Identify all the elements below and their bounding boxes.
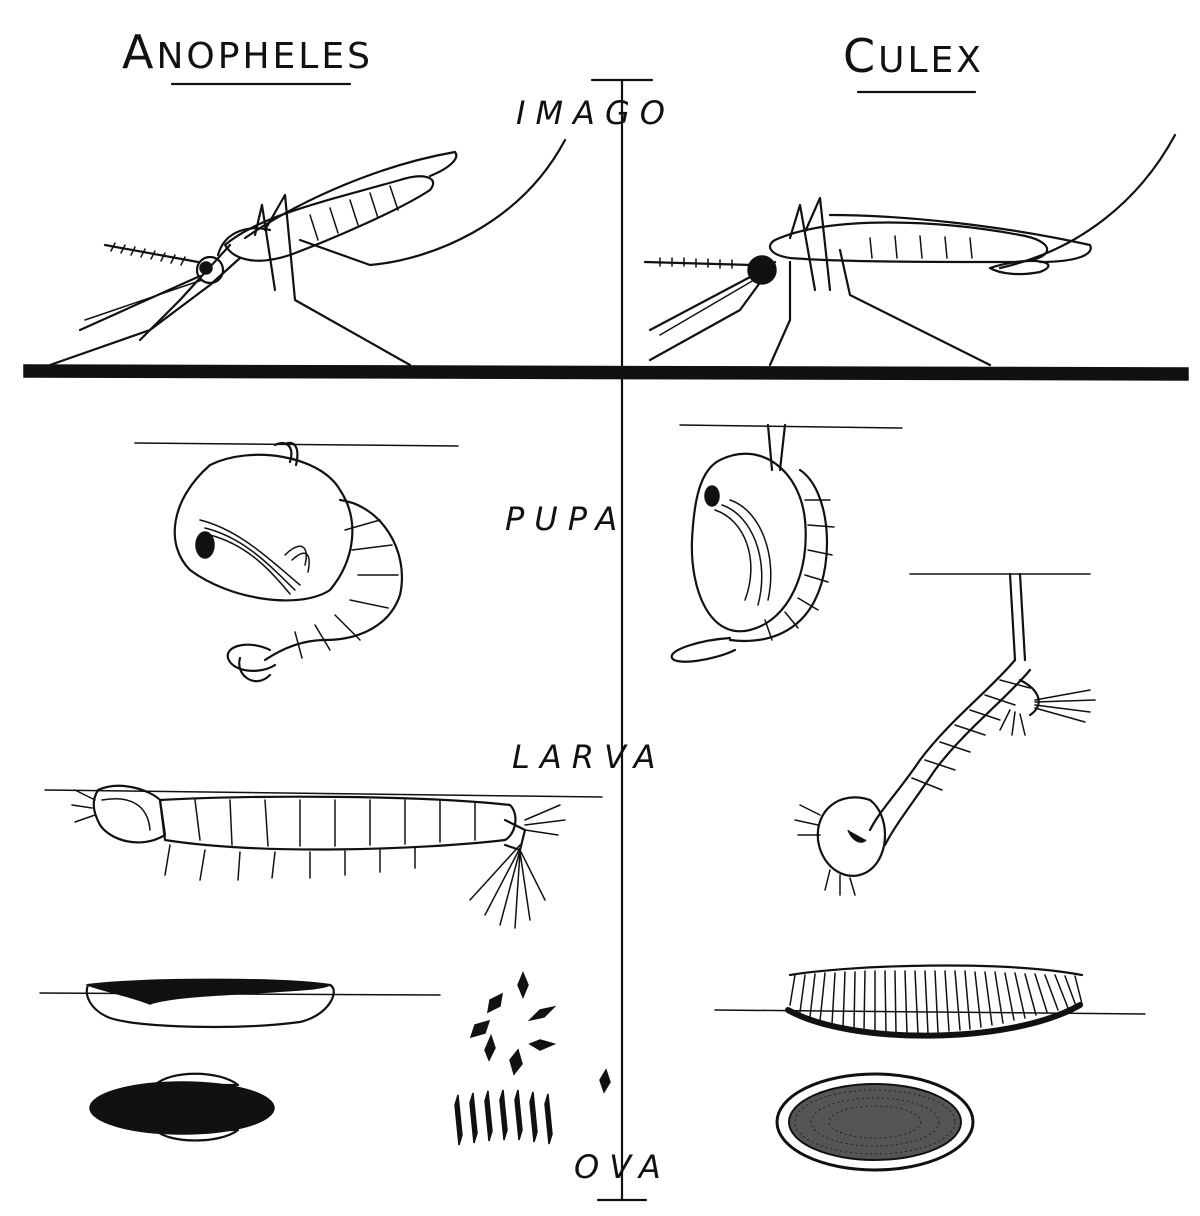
culex-egg-raft-side (714, 964, 1146, 1039)
culex-larva (794, 572, 1096, 896)
culex-initial: C (843, 29, 878, 83)
anopheles-egg-cluster (454, 971, 611, 1146)
stage-label-ova: OVA (574, 1148, 671, 1186)
water-surface (679, 424, 903, 429)
culex-egg-raft-top (775, 1072, 975, 1172)
water-surface (44, 789, 603, 798)
stage-label-pupa: PUPA (505, 500, 627, 538)
stage-label-larva: LARVA (512, 738, 666, 776)
anopheles-pupa (134, 441, 459, 683)
anopheles-egg-side (39, 978, 441, 1029)
anopheles-larva (44, 784, 603, 929)
anopheles-initial: A (122, 25, 156, 79)
anopheles-egg-top (89, 1072, 275, 1142)
anopheles-imago (48, 138, 567, 367)
culex-pupa (670, 423, 903, 663)
svg-text:CULEX: CULEX (843, 29, 984, 83)
culex-imago (643, 133, 1177, 367)
stage-label-imago: IMAGO (516, 94, 675, 132)
anopheles-heading: ANOPHELES (122, 25, 373, 86)
culex-rest: ULEX (878, 40, 984, 81)
svg-text:ANOPHELES: ANOPHELES (122, 25, 373, 79)
anopheles-rest: NOPHELES (156, 36, 372, 77)
water-surface (134, 442, 459, 447)
water-surface (714, 1009, 1146, 1015)
culex-heading: CULEX (843, 29, 984, 94)
central-axis (590, 78, 654, 1202)
ground-bar (23, 364, 1189, 381)
